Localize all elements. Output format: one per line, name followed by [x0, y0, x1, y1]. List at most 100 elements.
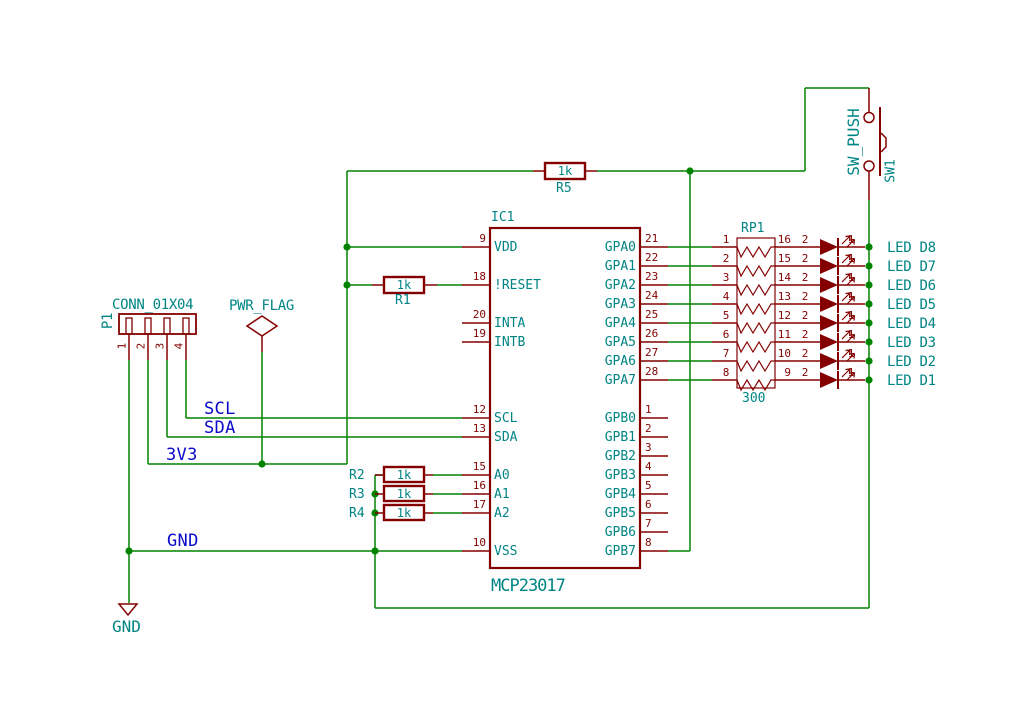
pin-number: 15 [472, 460, 486, 473]
pin-number: 18 [472, 270, 486, 283]
pin-number: 6 [722, 328, 730, 341]
rp1-ref: RP1 [741, 221, 765, 236]
pin-number: 9 [479, 232, 486, 245]
gnd-symbol[interactable] [117, 603, 139, 617]
net-label-3v3[interactable]: 3V3 [166, 445, 198, 465]
pin-name: GPB7 [604, 544, 636, 559]
pin-number: 14 [777, 271, 791, 284]
pwr-flag-label: PWR_FLAG [229, 298, 295, 314]
pin-name: GPB5 [604, 506, 636, 521]
pin-number: 24 [645, 289, 659, 302]
pin-number: 13 [472, 422, 486, 435]
pin-number: 4 [645, 460, 652, 473]
pin-number: 7 [722, 347, 730, 360]
pin-number: 1 [722, 233, 730, 246]
led-label: LED D6 [887, 278, 936, 294]
pin-name: VSS [494, 544, 518, 559]
pin-number: 12 [472, 403, 486, 416]
pin-number: 8 [722, 366, 730, 379]
rp1-value: 300 [742, 391, 766, 406]
resistor-pack-rp1-symbol[interactable] [712, 237, 800, 392]
led-label: LED D2 [887, 354, 936, 370]
pin-name: GPA3 [604, 297, 636, 312]
pin-name: GPA6 [604, 354, 636, 369]
pin-number: 28 [645, 365, 659, 378]
r4-ref: R4 [349, 506, 365, 521]
led-label: LED D1 [887, 373, 936, 389]
pin-name: VDD [494, 240, 518, 255]
pin-number: 12 [777, 309, 791, 322]
led-anode-pin-number: 2 [801, 309, 809, 322]
pin-name: GPA4 [604, 316, 636, 331]
pin-number: 25 [645, 308, 659, 321]
pin-number: 10 [777, 347, 791, 360]
pin-name: !RESET [494, 278, 541, 293]
ic-ref: IC1 [491, 210, 515, 225]
led-anode-pin-number: 2 [801, 328, 809, 341]
pin-number: 23 [645, 270, 659, 283]
resistor-r2-symbol[interactable] [375, 465, 433, 484]
led-label: LED D5 [887, 297, 936, 313]
led-cathode-pin-number: 1 [847, 366, 855, 379]
gnd-symbol-label: GND [112, 617, 141, 636]
pin-name: GPA0 [604, 240, 636, 255]
connector-pin-number: 3 [153, 342, 167, 350]
wire-segments[interactable] [128, 87, 870, 609]
connector-p1-symbol[interactable] [118, 313, 197, 360]
net-label-gnd[interactable]: GND [167, 531, 199, 551]
pin-name: GPB0 [604, 411, 636, 426]
led-label: LED D8 [887, 240, 936, 256]
r5-ref: R5 [556, 181, 572, 196]
led-anode-pin-number: 2 [801, 366, 809, 379]
pin-number: 3 [645, 441, 652, 454]
switch-sw1-symbol[interactable] [863, 88, 887, 200]
pin-name: SCL [494, 411, 518, 426]
net-label-sda[interactable]: SDA [204, 418, 236, 438]
pin-number: 3 [722, 271, 730, 284]
led-anode-pin-number: 2 [801, 271, 809, 284]
r4-value: 1k [396, 506, 412, 520]
resistor-r3-symbol[interactable] [375, 484, 433, 503]
connector-ref: P1 [100, 312, 116, 330]
resistor-r4-symbol[interactable] [375, 503, 433, 522]
switch-value: SW_PUSH [844, 108, 863, 176]
connector-pin-number: 1 [115, 342, 129, 350]
resistor-r1-symbol[interactable] [372, 275, 437, 295]
pin-number: 20 [472, 308, 486, 321]
pin-number: 16 [777, 233, 791, 246]
resistor-r5-symbol[interactable] [533, 161, 597, 181]
pin-name: GPB6 [604, 525, 636, 540]
pin-name: A1 [494, 487, 510, 502]
r2-ref: R2 [349, 468, 365, 483]
pin-number: 15 [777, 252, 791, 265]
pin-number: 4 [722, 290, 730, 303]
led-label: LED D4 [887, 316, 936, 332]
pin-number: 22 [645, 251, 659, 264]
led-label: LED D3 [887, 335, 936, 351]
r5-value: 1k [557, 164, 573, 178]
pin-number: 17 [472, 498, 486, 511]
pin-name: INTA [494, 316, 526, 331]
led-cathode-pin-number: 1 [847, 328, 855, 341]
pin-name: GPB3 [604, 468, 636, 483]
pin-name: A0 [494, 468, 510, 483]
pin-number: 5 [722, 309, 730, 322]
led-cathode-pin-number: 1 [847, 233, 855, 246]
net-label-scl[interactable]: SCL [204, 399, 236, 419]
pin-name: GPA7 [604, 373, 636, 388]
ic1-symbol[interactable] [462, 226, 668, 570]
pin-number: 27 [645, 346, 659, 359]
led-symbols[interactable] [800, 235, 865, 389]
r3-ref: R3 [349, 487, 365, 502]
pwr-flag-symbol[interactable] [245, 315, 279, 352]
pin-number: 1 [645, 403, 652, 416]
pin-number: 5 [645, 479, 652, 492]
pin-name: INTB [494, 335, 526, 350]
led-cathode-pin-number: 1 [847, 347, 855, 360]
connector-pin-number: 4 [172, 342, 186, 350]
pin-number: 13 [777, 290, 791, 303]
connector-value: CONN_01X04 [112, 297, 194, 313]
led-cathode-pin-number: 1 [847, 290, 855, 303]
connector-pin-number: 2 [134, 342, 148, 350]
